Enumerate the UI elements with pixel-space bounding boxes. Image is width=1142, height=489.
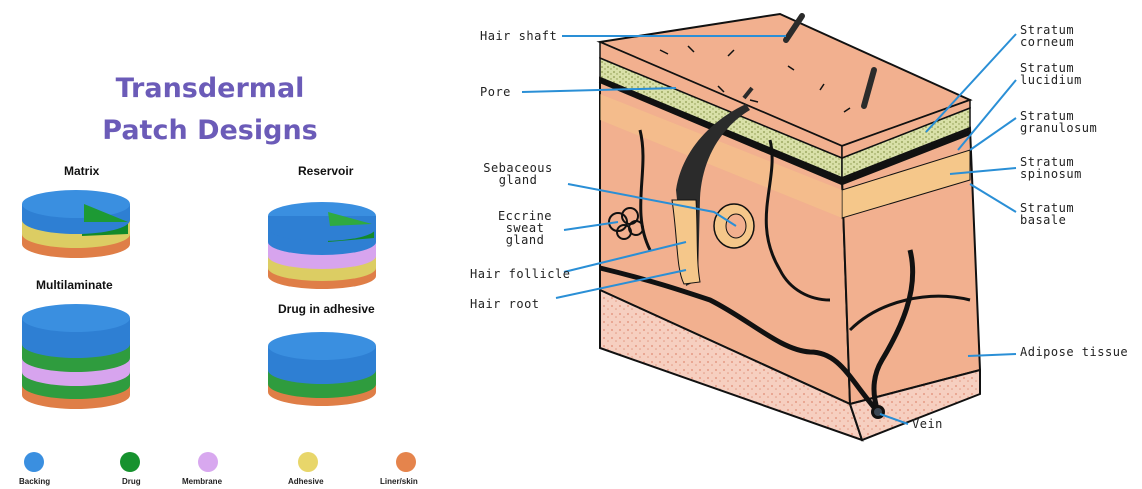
label-vein: Vein — [912, 418, 943, 430]
legend-dot-drug — [120, 452, 140, 472]
design-label-drug-in-adhesive: Drug in adhesive — [278, 302, 375, 316]
label-lucidium-2: lucidium — [1020, 74, 1082, 86]
legend-label-membrane: Membrane — [182, 477, 222, 486]
label-sebaceous-2: gland — [472, 174, 564, 186]
legend-label-drug: Drug — [122, 477, 141, 486]
legend-label-adhesive: Adhesive — [288, 477, 324, 486]
legend-dot-membrane — [198, 452, 218, 472]
label-hair-follicle: Hair follicle — [470, 268, 570, 280]
label-spinosum-2: spinosum — [1020, 168, 1082, 180]
label-hair-shaft: Hair shaft — [480, 30, 557, 42]
legend-label-backing: Backing — [19, 477, 50, 486]
label-basale-2: basale — [1020, 214, 1066, 226]
design-label-reservoir: Reservoir — [298, 164, 353, 178]
drug-in-adhesive-patch — [268, 332, 376, 406]
label-eccrine-3: gland — [494, 234, 556, 246]
title-line-2: Patch Designs — [60, 114, 360, 148]
label-granulosum-2: granulosum — [1020, 122, 1097, 134]
legend-dot-backing — [24, 452, 44, 472]
legend-dot-adhesive — [298, 452, 318, 472]
matrix-patch — [22, 190, 130, 258]
label-corneum-2: corneum — [1020, 36, 1074, 48]
title-line-1: Transdermal — [60, 72, 360, 106]
patch-designs-panel: Transdermal Patch Designs Matrix Reservo… — [0, 0, 450, 489]
multilaminate-patch — [22, 304, 130, 409]
label-hair-root: Hair root — [470, 298, 540, 310]
label-pore: Pore — [480, 86, 511, 98]
skin-anatomy-panel: Hair shaft Pore Sebaceous gland Eccrine … — [450, 0, 1142, 489]
legend-dot-liner — [396, 452, 416, 472]
design-label-matrix: Matrix — [64, 164, 99, 178]
reservoir-patch — [268, 202, 376, 289]
legend-label-liner: Liner/skin — [380, 477, 418, 486]
label-adipose: Adipose tissue — [1020, 346, 1128, 358]
design-label-multilaminate: Multilaminate — [36, 278, 113, 292]
